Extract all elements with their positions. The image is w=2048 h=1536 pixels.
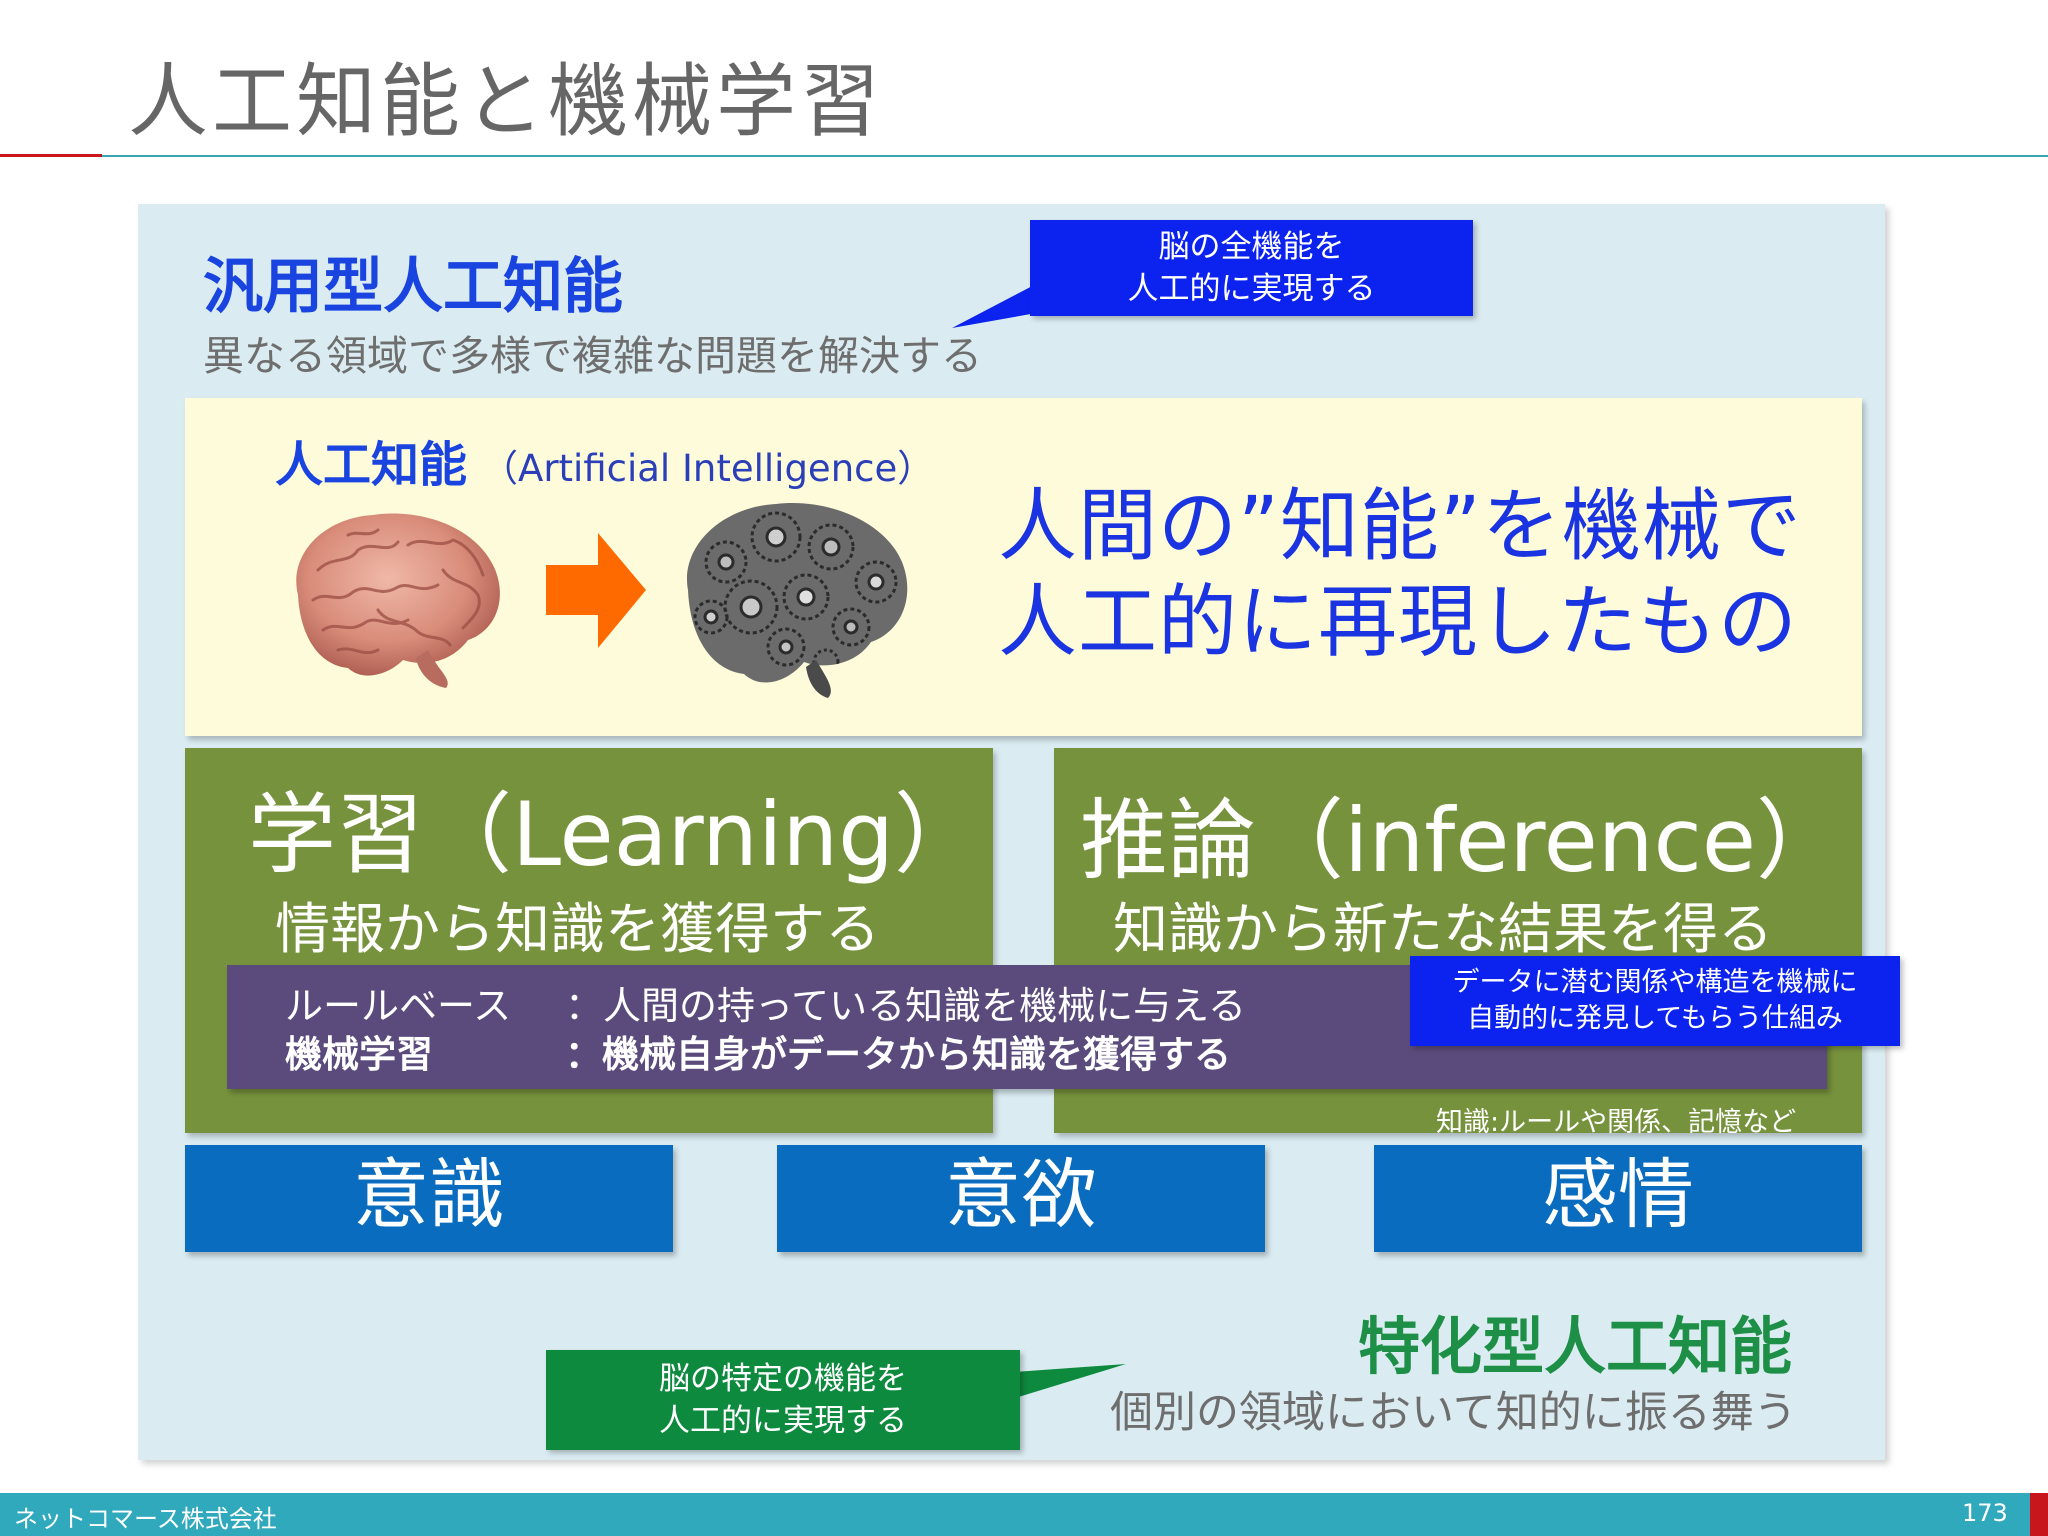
title-rule-accent: [0, 154, 102, 157]
machine-learning-callout: データに潜む関係や構造を機械に 自動的に発見してもらう仕組み: [1410, 956, 1900, 1046]
general-ai-callout-line-1: 脳の全機能を: [1158, 229, 1345, 265]
ml-callout-line-1: データに潜む関係や構造を機械に: [1452, 967, 1858, 998]
learning-subtitle: 情報から知識を獲得する: [275, 897, 881, 961]
ai-heading: 人工知能 （Artificial Intelligence）: [275, 425, 934, 495]
ai-english-label: （Artificial Intelligence）: [481, 447, 935, 490]
rule-based-label: ルールベース: [285, 984, 512, 1028]
narrow-ai-callout: 脳の特定の機能を 人工的に実現する: [546, 1350, 1020, 1450]
page-number: 173: [1962, 1499, 2008, 1527]
ai-definition-line-2: 人工的に再現したもの: [998, 576, 1798, 668]
ml-callout-line-2: 自動的に発見してもらう仕組み: [1467, 1003, 1843, 1034]
consciousness-box: 意識: [185, 1145, 673, 1252]
footer-accent: [2030, 1493, 2048, 1536]
gear-brain-icon: [687, 503, 908, 698]
narrow-ai-callout-line-2: 人工的に実現する: [659, 1403, 907, 1439]
general-ai-callout: 脳の全機能を 人工的に実現する: [1030, 220, 1473, 316]
general-ai-description: 異なる領域で多様で複雑な問題を解決する: [203, 332, 982, 380]
general-ai-callout-line-2: 人工的に実現する: [1127, 271, 1376, 307]
machine-learning-label: 機械学習: [285, 1033, 433, 1076]
general-ai-title: 汎用型人工知能: [203, 252, 623, 322]
arrow-right-icon: [546, 533, 646, 648]
learning-title: 学習（Learning）: [248, 783, 983, 886]
motivation-box: 意欲: [777, 1145, 1265, 1252]
page-title: 人工知能と機械学習: [128, 55, 884, 148]
footer-company: ネットコマース株式会社: [14, 1505, 277, 1533]
ai-definition-line-1: 人間の”知能”を機械で: [998, 480, 1802, 572]
ai-definition: 人間の”知能”を機械で 人工的に再現したもの: [998, 478, 1802, 670]
emotion-box: 感情: [1374, 1145, 1862, 1252]
machine-learning-description: ：機械自身がデータから知識を獲得する: [565, 1033, 1231, 1076]
title-rule: [102, 155, 2048, 157]
rule-based-description: ：人間の持っている知識を機械に与える: [565, 984, 1246, 1028]
inference-subtitle: 知識から新たな結果を得る: [1113, 897, 1774, 961]
narrow-ai-callout-line-1: 脳の特定の機能を: [659, 1361, 907, 1397]
machine-learning-row: 機械学習 ：機械自身がデータから知識を獲得する: [285, 1024, 1231, 1078]
footer-bar: [0, 1493, 2048, 1536]
inference-title: 推論（inference）: [1080, 789, 1845, 892]
rule-based-row: ルールベース ：人間の持っている知識を機械に与える: [285, 975, 1246, 1030]
narrow-ai-title: 特化型人工知能: [1358, 1310, 1793, 1383]
knowledge-note: 知識:ルールや関係、記憶など: [1436, 1107, 1797, 1138]
brain-photo-icon: [296, 513, 500, 688]
ai-label: 人工知能: [275, 437, 468, 493]
narrow-ai-description: 個別の領域において知的に振る舞う: [1110, 1388, 1797, 1438]
